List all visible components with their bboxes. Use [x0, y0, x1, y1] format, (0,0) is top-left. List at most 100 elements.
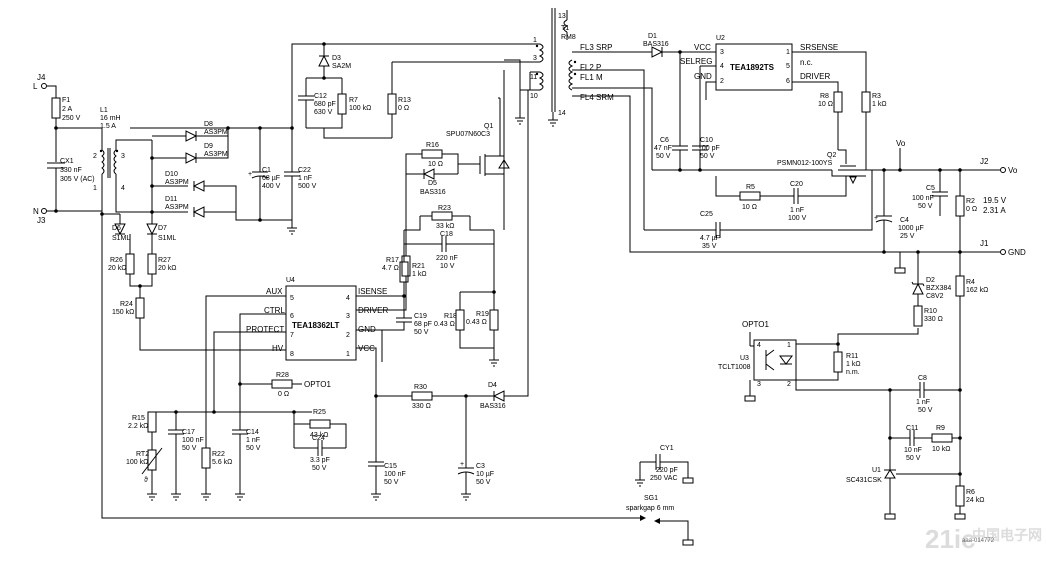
d3-value: SA2M — [332, 63, 351, 70]
r7-ref: R7 — [349, 97, 358, 104]
junction-dot — [882, 168, 886, 172]
r15-value: 2.2 kΩ — [128, 423, 148, 430]
t1-pin: 1 — [533, 37, 537, 44]
c6-ref: C6 — [660, 137, 669, 144]
u4-pin-isense: ISENSE — [358, 287, 387, 296]
cx1-ref: CX1 — [60, 158, 74, 165]
r11-note: n.m. — [846, 369, 860, 376]
u2-pin-num: 5 — [786, 63, 790, 70]
u2-pin-num: 3 — [720, 49, 724, 56]
l1-pin: 3 — [121, 153, 125, 160]
c17-rating: 50 V — [182, 445, 197, 452]
d7-diode — [146, 223, 158, 236]
r22-resistor — [201, 447, 211, 469]
c5-rating: 50 V — [918, 203, 933, 210]
d4-value: BAS316 — [480, 403, 506, 410]
wire — [796, 328, 919, 345]
junction-dot — [258, 218, 262, 222]
c10-rating: 50 V — [700, 153, 715, 160]
d8-diode — [185, 130, 198, 142]
wire — [572, 87, 653, 170]
junction-dot — [402, 294, 406, 298]
junctions — [54, 42, 962, 476]
ground-symbol — [371, 466, 381, 501]
c12-rating: 630 V — [314, 109, 333, 116]
u2-pin-driver: DRIVER — [800, 72, 830, 81]
junction-dot — [464, 394, 468, 398]
junction-dot — [150, 184, 154, 188]
r11-value: 1 kΩ — [846, 361, 861, 368]
c5-value: 100 nF — [912, 195, 934, 202]
wire — [660, 461, 689, 478]
wire — [56, 190, 103, 212]
r3-value: 1 kΩ — [872, 101, 887, 108]
c19-value: 68 pF — [414, 321, 432, 328]
r30-resistor — [411, 391, 433, 401]
c6-rating: 50 V — [656, 153, 671, 160]
u1-ref: U1 — [872, 467, 881, 474]
wire — [405, 153, 422, 164]
l1-dot — [115, 149, 119, 153]
ground-symbol-box — [744, 395, 756, 402]
cx1-value: 330 nF — [60, 167, 82, 174]
wire — [705, 81, 716, 100]
c4-plus: + — [874, 215, 878, 222]
ground-symbol — [461, 472, 471, 501]
r9-value: 10 kΩ — [932, 446, 950, 453]
l1-pin: 1 — [93, 185, 97, 192]
wire — [796, 372, 839, 381]
d10-ref: D10 — [165, 171, 178, 178]
sg1-ref: SG1 — [644, 495, 658, 502]
sg1-value: sparkgap 6 mm — [626, 505, 674, 512]
u2-chip — [715, 43, 793, 91]
t1-dot — [573, 72, 577, 76]
wire — [405, 164, 424, 175]
r8-resistor — [833, 91, 843, 113]
wire — [459, 330, 494, 349]
u4-pin-num: 3 — [346, 313, 350, 320]
wire — [504, 59, 521, 98]
c12-value: 680 pF — [314, 101, 336, 108]
junction-dot — [836, 342, 840, 346]
junction-dot — [212, 410, 216, 414]
l1-dot — [99, 149, 103, 153]
wire — [572, 95, 960, 253]
t1-ref: T1 — [561, 25, 569, 32]
u4-pin-num: 6 — [290, 313, 294, 320]
wire — [235, 186, 292, 221]
r15-ref: R15 — [132, 415, 145, 422]
junction-dot — [958, 168, 962, 172]
junction-dot — [292, 410, 296, 414]
wire — [323, 128, 392, 139]
r10-resistor — [913, 305, 923, 327]
c4-rating: 25 V — [900, 233, 915, 240]
r19-ref: R19 — [476, 311, 489, 318]
r3-resistor — [861, 91, 871, 113]
d10-diode — [192, 180, 205, 192]
u4-pin-num: 8 — [290, 351, 294, 358]
t1-core: RM8 — [561, 34, 576, 41]
u3-value: TCLT1008 — [718, 364, 751, 371]
u2-pin-num: 6 — [786, 78, 790, 85]
wire — [356, 347, 377, 462]
r5-ref: R5 — [746, 184, 755, 191]
wire — [572, 69, 645, 230]
c24-ref: C24 — [312, 435, 325, 442]
r2-resistor — [955, 195, 965, 217]
d10-value: AS3PM — [165, 179, 189, 186]
d1-ref: D1 — [648, 33, 657, 40]
watermark-text: 中国电子网 — [972, 527, 1042, 543]
junction-dot — [238, 382, 242, 386]
junction-dot — [226, 126, 230, 130]
r24-ref: R24 — [120, 301, 133, 308]
fuse-f1 — [51, 97, 61, 119]
r8-value: 10 Ω — [818, 101, 833, 108]
ground-symbol — [635, 462, 645, 487]
ground-symbol-box — [954, 513, 966, 520]
junction-dot — [958, 472, 962, 476]
junction-dot — [492, 290, 496, 294]
d7-ref: D7 — [158, 225, 167, 232]
ground-symbol — [489, 330, 499, 367]
l1-pin: 4 — [121, 185, 125, 192]
